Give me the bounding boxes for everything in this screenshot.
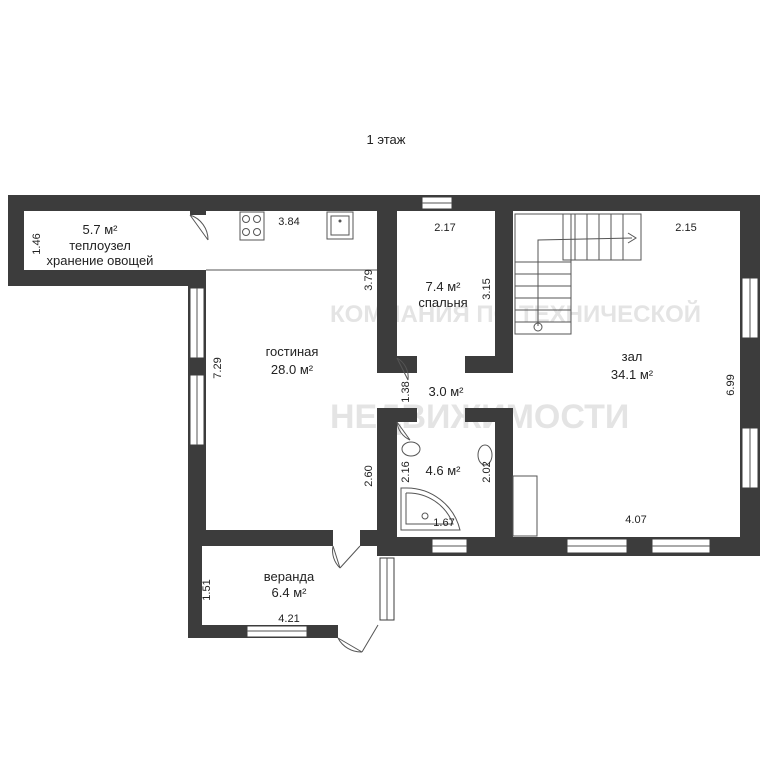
room-teplouzel-name2: хранение овощей [47,253,154,268]
door-veranda-outer [337,624,379,653]
wall-zal-right [740,195,760,556]
wall-gostinaya-right-bottom [377,408,397,556]
room-zal-name: зал [622,349,643,364]
dim-gostinaya-w: 3.84 [278,216,299,228]
dim-sanuzel-w: 1.67 [433,517,454,529]
room-spalnya-name: спальня [418,295,467,310]
dim-zal-w-top: 2.15 [675,222,696,234]
windows [189,196,759,638]
room-teplouzel-area: 5.7 м² [83,222,119,237]
door-teplouzel [189,214,209,241]
dim-sanuzel-h-left: 2.16 [400,461,412,482]
door-sanuzel [396,421,411,441]
wall-sanuzel-top-left [397,408,417,422]
room-sanuzel-area: 4.6 м² [426,463,462,478]
fixtures [206,211,642,537]
wall-teplouzel-right [190,195,206,215]
staircase-icon [514,213,642,335]
dimension-labels: 1.46 3.84 7.29 3.79 2.60 2.17 3.15 1.38 … [31,216,737,625]
room-labels: 5.7 м² теплоузел хранение овощей гостина… [47,222,654,600]
room-gostinaya-name: гостиная [266,344,319,359]
room-koridor-area: 3.0 м² [429,384,465,399]
dim-sanuzel-h-right: 2.02 [481,461,493,482]
dim-zal-w-bottom: 4.07 [625,514,646,526]
wall-gostinaya-right-top [377,195,397,373]
dim-gostinaya-h-right-bottom: 2.60 [363,465,375,486]
wall-spalnya-bottom-right [465,356,495,373]
wall-teplouzel-left [8,195,24,285]
wall-veranda-right-top [377,545,397,555]
dim-zal-h: 6.99 [725,374,737,395]
shower-icon [400,487,461,531]
wall-sanuzel-top-right [465,408,495,422]
dim-gostinaya-h-right-top: 3.79 [363,269,375,290]
wall-gostinaya-bottom [188,530,333,546]
dim-koridor-h: 1.38 [400,381,412,402]
wall-teplouzel-bottom [8,270,206,286]
wall-spalnya-right [495,195,513,373]
toilet-icon [477,444,493,466]
dim-spalnya-h: 3.15 [481,278,493,299]
dim-gostinaya-h-left: 7.29 [212,357,224,378]
dim-spalnya-w: 2.17 [434,222,455,234]
room-veranda-name: веранда [264,569,315,584]
wall-sanuzel-right [495,408,513,556]
wall-veranda-left [188,545,202,638]
doors [189,214,411,653]
door-spalnya [396,357,409,381]
room-zal-area: 34.1 м² [611,367,654,382]
dim-veranda-h: 1.51 [201,579,213,600]
room-veranda-area: 6.4 м² [272,585,308,600]
floor-title: 1 этаж [367,132,406,147]
dim-teplouzel-h: 1.46 [31,233,43,254]
room-gostinaya-area: 28.0 м² [271,362,314,377]
dim-veranda-w: 4.21 [278,613,299,625]
washbasin-icon [401,441,421,457]
room-spalnya-area: 7.4 м² [426,279,462,294]
door-veranda-inner [332,545,361,569]
room-teplouzel-name: теплоузел [69,238,131,253]
